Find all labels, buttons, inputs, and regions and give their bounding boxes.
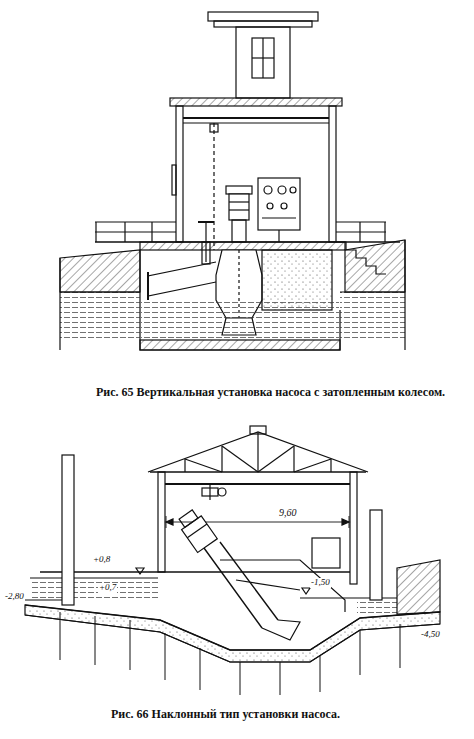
level-mark: -4,50 (420, 630, 441, 640)
level-mark: -2,80 (4, 592, 25, 602)
level-mark: +0,8 (92, 555, 111, 565)
level-mark: +0,7 (98, 583, 117, 593)
dimension: 9,60 (278, 507, 298, 518)
figure-caption: Рис. 66 Наклонный тип установки насоса. (110, 708, 341, 721)
level-mark: -1,50 (310, 578, 331, 588)
figure-66 (25, 426, 440, 695)
figure-65 (60, 12, 405, 350)
figure-caption: Рис. 65 Вертикальная установка насоса с … (95, 386, 446, 399)
